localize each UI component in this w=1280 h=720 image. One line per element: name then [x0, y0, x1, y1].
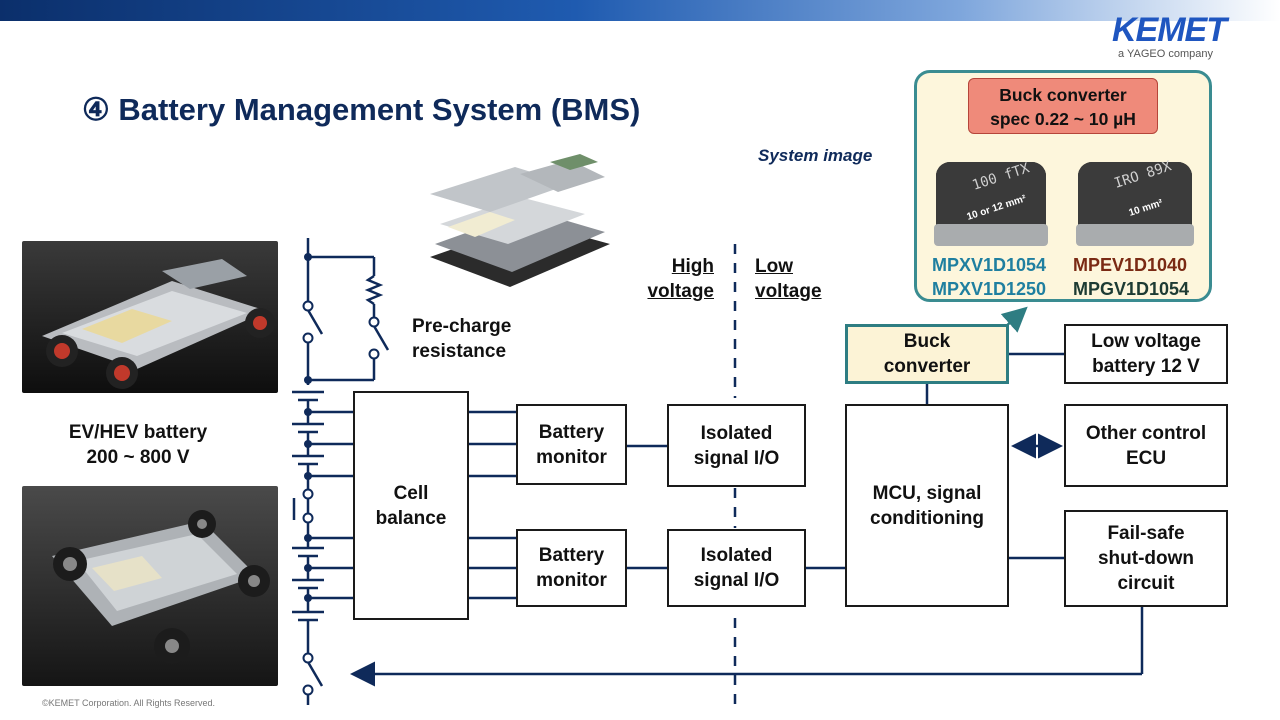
- lv-battery-line-2: battery 12 V: [1092, 356, 1200, 377]
- cell-balance-line-2: balance: [375, 507, 447, 529]
- buck-converter-block: Buck converter: [845, 324, 1009, 384]
- isolated-io-2-line-2: signal I/O: [693, 570, 780, 591]
- ev-line-1: EV/HEV battery: [68, 422, 208, 443]
- isolated-io-1-line-2: signal I/O: [693, 447, 780, 469]
- ev-chassis-photo-top: [22, 241, 278, 393]
- ev-chassis-photo-bottom: [22, 486, 278, 686]
- logo-subtext: a YAGEO company: [1118, 48, 1213, 60]
- mcu-block: MCU, signal conditioning: [845, 404, 1009, 607]
- cell-balance-line-1: Cell: [393, 482, 429, 504]
- fail-safe-line-2: shut-down: [1097, 548, 1195, 569]
- battery-monitor-1-line-1: Battery: [538, 421, 605, 443]
- inductor-component-left: 100 fTX 10 or 12 mm²: [930, 158, 1052, 250]
- precharge-line-1: Pre-charge: [412, 316, 512, 337]
- mcu-line-2: conditioning: [870, 507, 984, 529]
- high-voltage-label: High voltage: [636, 254, 714, 304]
- battery-monitor-block-1: Battery monitor: [516, 404, 627, 485]
- part-mpev1d1040: MPEV1D1040: [1073, 255, 1188, 275]
- buck-line-2: converter: [883, 356, 971, 377]
- isolated-io-1-line-1: Isolated: [700, 422, 773, 444]
- low-line-1: Low: [755, 256, 793, 277]
- cell-balance-block: Cell balance: [353, 391, 469, 620]
- part-mpxv1d1054: MPXV1D1054: [932, 255, 1047, 275]
- precharge-label: Pre-charge resistance: [412, 314, 511, 364]
- part-mpgv1d1054: MPGV1D1054: [1073, 279, 1190, 299]
- lv-battery-line-1: Low voltage: [1091, 331, 1201, 352]
- battery-pack-exploded-image: [420, 152, 620, 308]
- page-title: ④ Battery Management System (BMS): [82, 92, 641, 127]
- low-voltage-label: Low voltage: [755, 254, 822, 304]
- battery-monitor-2-line-1: Battery: [538, 545, 605, 566]
- buck-line-1: Buck: [903, 331, 951, 352]
- logo-text: KEMET: [1112, 11, 1227, 49]
- buck-converter-spec-badge: Buck converter spec 0.22 ~ 10 µH: [968, 78, 1158, 134]
- part-mpxv1d1250: MPXV1D1250: [932, 279, 1047, 299]
- isolated-io-2-line-1: Isolated: [700, 545, 773, 566]
- isolated-signal-io-block-1: Isolated signal I/O: [667, 404, 806, 487]
- low-line-2: voltage: [755, 281, 822, 302]
- low-voltage-battery-block: Low voltage battery 12 V: [1064, 324, 1228, 384]
- high-line-1: High: [671, 256, 714, 277]
- spec-line-2: spec 0.22 ~ 10 µH: [990, 109, 1136, 129]
- isolated-signal-io-block-2: Isolated signal I/O: [667, 529, 806, 607]
- fail-safe-line-1: Fail-safe: [1107, 523, 1185, 544]
- fail-safe-block: Fail-safe shut-down circuit: [1064, 510, 1228, 607]
- kemet-logo: KEMET a YAGEO company: [1112, 12, 1262, 60]
- ecu-line-2: ECU: [1125, 447, 1167, 469]
- battery-monitor-1-line-2: monitor: [536, 446, 607, 468]
- spec-line-1: Buck converter: [999, 85, 1127, 105]
- ev-battery-label: EV/HEV battery 200 ~ 800 V: [40, 420, 236, 470]
- fail-safe-line-3: circuit: [1117, 573, 1175, 594]
- battery-monitor-2-line-2: monitor: [536, 570, 607, 591]
- inductor-component-right: IRO 89X 10 mm²: [1072, 158, 1198, 250]
- high-line-2: voltage: [647, 281, 714, 302]
- system-image-label: System image: [758, 146, 873, 165]
- top-gradient-bar: [0, 0, 1280, 21]
- copyright: ©KEMET Corporation. All Rights Reserved.: [42, 698, 216, 708]
- mcu-line-1: MCU, signal: [872, 482, 982, 504]
- ev-line-2: 200 ~ 800 V: [86, 447, 190, 468]
- ecu-line-1: Other control: [1085, 422, 1207, 444]
- battery-monitor-block-2: Battery monitor: [516, 529, 627, 607]
- precharge-line-2: resistance: [412, 341, 507, 362]
